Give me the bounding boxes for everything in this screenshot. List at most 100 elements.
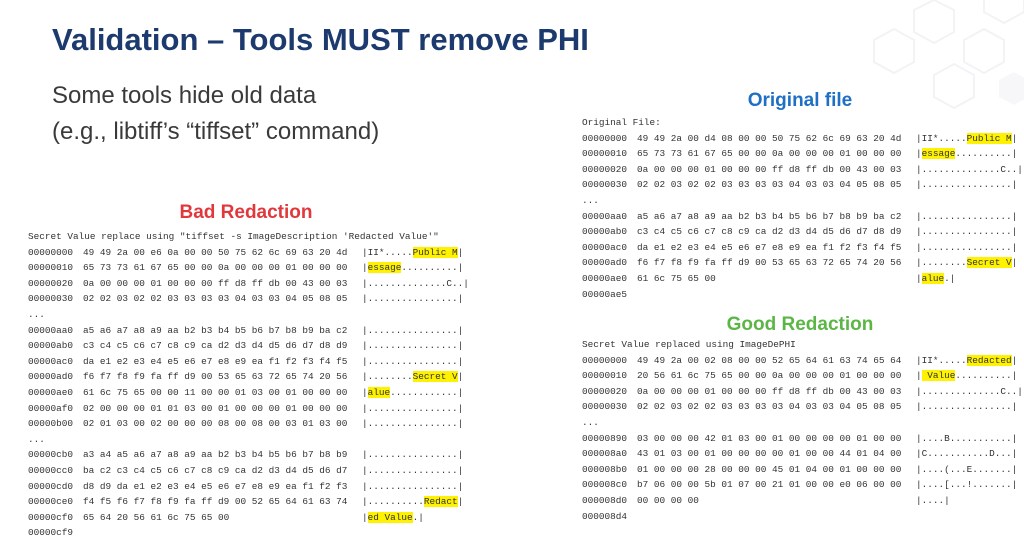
- ascii-text: |................|: [916, 179, 1018, 191]
- ascii-column: |alue.|: [916, 271, 955, 287]
- hex-offset: 00000ae0: [28, 386, 74, 398]
- hex-bytes-group-1: 00 00 00 00: [637, 494, 699, 506]
- hex-bytes-group-1: f6 f7 f8 f9 fa ff d9 00: [83, 371, 213, 383]
- ascii-text: |................|: [362, 293, 464, 305]
- ascii-column: |........Secret V|: [362, 369, 463, 385]
- hex-offset: 00000ab0: [582, 226, 628, 238]
- hex-bytes-group-1: 0a 00 00 00 01 00 00 00: [637, 385, 767, 397]
- ascii-text: |....|: [916, 494, 950, 506]
- hexdump-row: ...: [582, 193, 661, 209]
- hex-offset: ...: [582, 194, 599, 206]
- ascii-column: |..........Redact|: [362, 494, 463, 510]
- ascii-text: |: [916, 272, 922, 284]
- hex-offset: 00000ae0: [582, 272, 628, 284]
- ascii-text: |: [916, 148, 922, 160]
- ascii-text: |: [1011, 132, 1018, 144]
- ascii-column: |II*.....Public M|: [916, 131, 1017, 147]
- hex-bytes-group-1: 49 49 2a 00 d4 08 00 00: [637, 132, 767, 144]
- hex-offset: 00000cf9: [28, 527, 74, 539]
- ascii-column: |................|: [362, 354, 463, 370]
- hex-bytes-group-1: 02 02 03 02 02 03 03 03: [83, 293, 213, 305]
- ascii-column: |C...........D...|: [916, 446, 1017, 462]
- hex-offset: 00000cb0: [28, 449, 74, 461]
- ascii-column: |essage..........|: [362, 260, 463, 276]
- ascii-text: |................|: [916, 210, 1018, 222]
- bad-redaction-hexdump: Secret Value replace using "tiffset -s I…: [28, 229, 469, 541]
- ascii-column: |..............C..|: [916, 162, 1023, 178]
- ascii-text: |................|: [916, 401, 1018, 413]
- hexdump-row: 00000cf9: [28, 525, 439, 541]
- hex-offset: 00000cc0: [28, 464, 74, 476]
- hex-offset: ...: [582, 416, 599, 428]
- hex-bytes-group-2: 08 00 08 00 03 01 03 00: [218, 418, 348, 430]
- ascii-column: |essage..........|: [916, 146, 1017, 162]
- ascii-text: |................|: [362, 418, 464, 430]
- hex-bytes-group-2: 0a 00 00 00 01 00 00 00: [218, 262, 348, 274]
- ascii-text: |................|: [362, 480, 464, 492]
- ascii-text: |II*.....: [916, 354, 967, 366]
- highlighted-ascii-text: alue: [367, 386, 391, 398]
- hex-bytes-group-2: 0a 00 00 00 01 00 00 00: [772, 148, 902, 160]
- hex-bytes-group-2: b4 b5 b6 b7 b8 b9 ba c2: [218, 324, 348, 336]
- hex-bytes-group-2: 53 65 63 72 65 74 20 56: [218, 371, 348, 383]
- hex-offset: 00000030: [28, 293, 74, 305]
- good-redaction-heading: Good Redaction: [726, 314, 874, 335]
- hex-bytes-group-2: e6 e7 e8 e9 ea f1 f2 f3: [218, 480, 348, 492]
- hex-bytes-group-1: 0a 00 00 00 01 00 00 00: [83, 277, 213, 289]
- hex-bytes-group-2: ff d8 ff db 00 43 00 03: [772, 385, 902, 397]
- ascii-column: |................|: [362, 338, 463, 354]
- hex-offset: 00000890: [582, 432, 628, 444]
- hex-bytes-group-1: f4 f5 f6 f7 f8 f9 fa ff: [83, 496, 213, 508]
- ascii-text: ..........|: [955, 148, 1018, 160]
- hex-offset: 00000ad0: [28, 371, 74, 383]
- ascii-column: |................|: [362, 463, 463, 479]
- hex-offset: 00000030: [582, 401, 628, 413]
- highlighted-ascii-text: Public M: [412, 246, 458, 258]
- hex-bytes-group-1: da e1 e2 e3 e4 e5 e6 e7: [83, 355, 213, 367]
- hex-bytes-group-1: 0a 00 00 00 01 00 00 00: [637, 163, 767, 175]
- hexagon-pattern-decoration: [873, 0, 1024, 110]
- ascii-text: |: [1011, 354, 1018, 366]
- highlighted-ascii-text: Redacted: [966, 354, 1012, 366]
- hex-bytes-group-1: 02 00 00 00 01 01 03 00: [83, 402, 213, 414]
- highlighted-ascii-text: essage: [367, 262, 402, 274]
- hex-bytes-group-2: ff d8 ff db 00 43 00 03: [772, 163, 902, 175]
- ascii-column: |II*.....Public M|: [362, 245, 463, 261]
- highlighted-ascii-text: essage: [921, 148, 956, 160]
- ascii-text: |: [457, 246, 464, 258]
- hex-bytes-group-2: 03 04 03 03 04 05 08 05: [772, 401, 902, 413]
- hex-bytes-group-2: c9 ca d2 d3 d4 d5 d6 d7: [218, 464, 348, 476]
- hex-offset: 00000020: [582, 385, 628, 397]
- hexdump-caption: Original File:: [582, 117, 661, 128]
- bad-redaction-heading: Bad Redaction: [179, 202, 313, 223]
- ascii-text: ..........|: [955, 370, 1018, 382]
- highlighted-ascii-text: Public M: [966, 132, 1012, 144]
- hex-bytes-group-1: a3 a4 a5 a6 a7 a8 a9 aa: [83, 449, 213, 461]
- hex-offset: ...: [28, 433, 45, 445]
- ascii-column: |................|: [362, 447, 463, 463]
- slide-title: Validation – Tools MUST remove PHI: [52, 22, 589, 57]
- ascii-column: |II*.....Redacted|: [916, 353, 1017, 369]
- hex-bytes-group-1: 03 00 00 00 42 01 03 00: [637, 432, 767, 444]
- ascii-text: |................|: [362, 464, 464, 476]
- subtitle-line-2: (e.g., libtiff’s “tiffset” command): [52, 118, 380, 145]
- ascii-text: |..............C..|: [916, 163, 1023, 175]
- hex-offset: 00000ac0: [28, 355, 74, 367]
